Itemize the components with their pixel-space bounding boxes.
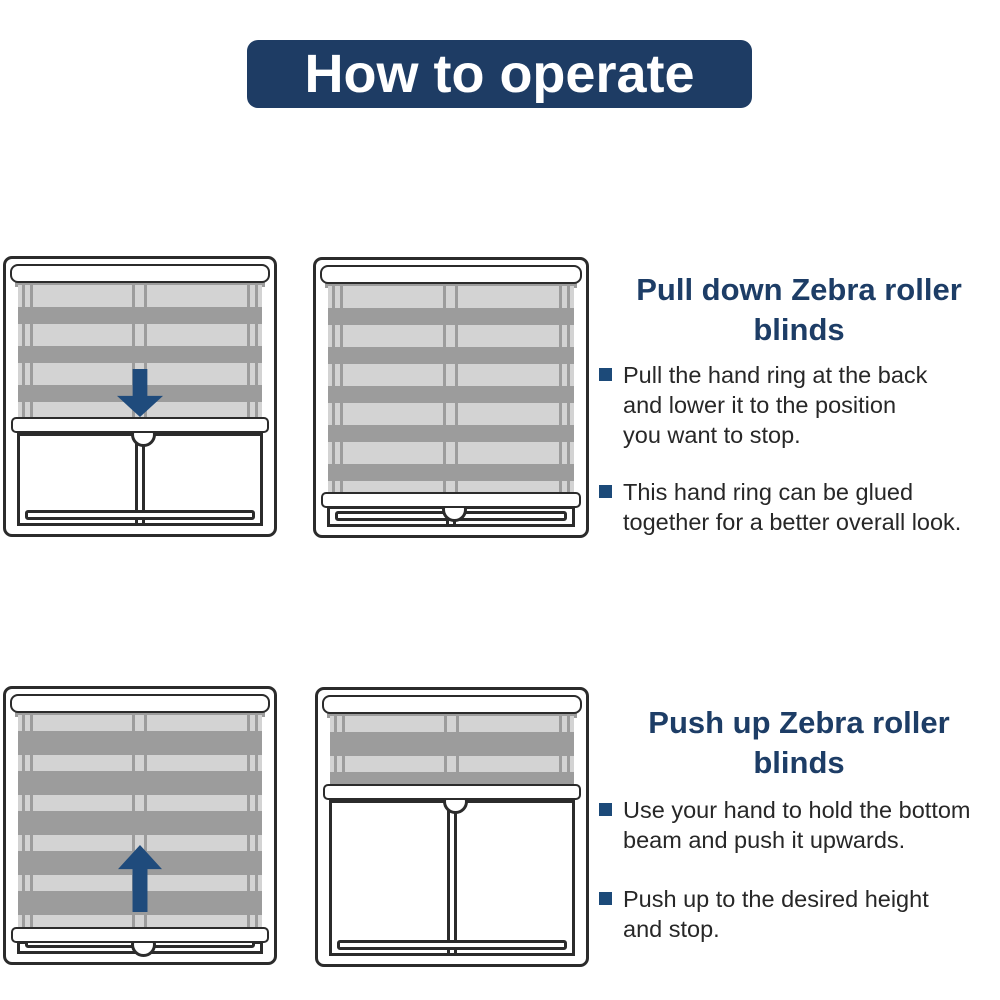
- blind-roll: [15, 279, 265, 287]
- bullet-text: Use your hand to hold the bottom beam an…: [623, 797, 971, 853]
- fabric-seam: [132, 715, 135, 929]
- bullet-square-icon: [599, 485, 612, 498]
- blind-bottom-rail: [323, 784, 581, 800]
- blind-cassette: [322, 695, 582, 714]
- section-heading-push-up: Push up Zebra roller blinds: [648, 705, 950, 780]
- fabric-seam: [455, 286, 458, 494]
- fabric-seam: [342, 716, 345, 786]
- bullet-text: Pull the hand ring at the back and lower…: [623, 362, 928, 448]
- fabric-seam: [444, 716, 447, 786]
- blind-roll: [327, 710, 577, 718]
- zebra-blind-fabric: [330, 716, 574, 786]
- blind-roll: [15, 709, 265, 717]
- blind-bottom-rail: [11, 417, 269, 433]
- bullet-square-icon: [599, 803, 612, 816]
- fabric-seam: [132, 285, 135, 419]
- title-banner: How to operate: [247, 40, 752, 108]
- list-item: Push up to the desired height and stop.: [599, 884, 999, 944]
- list-item: This hand ring can be glued together for…: [599, 477, 999, 537]
- window-sill: [337, 940, 567, 950]
- blind-cassette: [320, 265, 582, 284]
- fabric-seam: [456, 716, 459, 786]
- blind-bottom-rail: [11, 927, 269, 943]
- blind-bottom-rail: [321, 492, 581, 508]
- fabric-seam: [22, 715, 25, 929]
- illustration-blind-raised: [315, 687, 589, 967]
- list-item: Pull the hand ring at the back and lower…: [599, 360, 999, 450]
- fabric-seam: [30, 715, 33, 929]
- bullet-text: Push up to the desired height and stop.: [623, 886, 929, 942]
- fabric-seam: [22, 285, 25, 419]
- fabric-seam: [144, 715, 147, 929]
- window-mullion: [135, 436, 145, 523]
- fabric-seam: [559, 716, 562, 786]
- list-item: Use your hand to hold the bottom beam an…: [599, 795, 999, 855]
- illustration-blind-fully-lowered: [313, 257, 589, 538]
- window-sill: [25, 510, 255, 520]
- bullet-square-icon: [599, 892, 612, 905]
- window-panes: [329, 800, 575, 956]
- blind-cassette: [10, 264, 270, 283]
- fabric-seam: [247, 715, 250, 929]
- fabric-seam: [567, 716, 570, 786]
- fabric-seam: [247, 285, 250, 419]
- window-panes: [17, 433, 263, 526]
- fabric-seam: [567, 286, 570, 494]
- fabric-seam: [255, 285, 258, 419]
- zebra-blind-fabric: [328, 286, 574, 494]
- window-mullion: [447, 803, 457, 953]
- section-heading-pull-down: Pull down Zebra roller blinds: [636, 272, 962, 347]
- fabric-seam: [30, 285, 33, 419]
- illustration-blind-partially-lowered: [3, 256, 277, 537]
- illustration-blind-closed-push-up: [3, 686, 277, 965]
- fabric-seam: [340, 286, 343, 494]
- blind-cassette: [10, 694, 270, 713]
- blind-roll: [325, 280, 577, 288]
- bullet-square-icon: [599, 368, 612, 381]
- bullet-text: This hand ring can be glued together for…: [623, 479, 962, 535]
- fabric-seam: [144, 285, 147, 419]
- fabric-seam: [559, 286, 562, 494]
- fabric-seam: [443, 286, 446, 494]
- fabric-seam: [334, 716, 337, 786]
- page-title: How to operate: [304, 44, 695, 104]
- fabric-seam: [255, 715, 258, 929]
- fabric-seam: [332, 286, 335, 494]
